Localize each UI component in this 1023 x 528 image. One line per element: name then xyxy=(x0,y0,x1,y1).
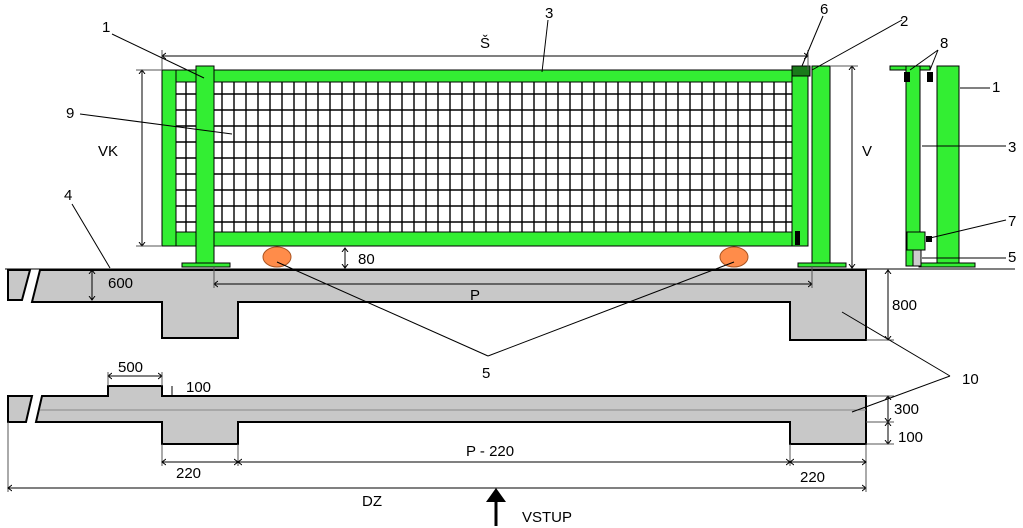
dimension-lines xyxy=(8,50,894,492)
right-post xyxy=(811,65,831,267)
label-5-bottom: 5 xyxy=(482,365,490,382)
dim-80: 80 xyxy=(358,251,375,268)
label-2: 2 xyxy=(900,13,908,30)
dim-100-right: 100 xyxy=(898,429,923,446)
dim-300: 300 xyxy=(894,401,919,418)
leader-lines xyxy=(71,15,1007,413)
label-10: 10 xyxy=(962,371,979,388)
dim-800: 800 xyxy=(892,297,917,314)
label-8: 8 xyxy=(940,35,948,52)
gate-frame-top xyxy=(161,69,809,83)
dim-p: P xyxy=(470,287,480,304)
left-post-base xyxy=(181,262,231,268)
label-6: 6 xyxy=(820,1,828,18)
foundation-section xyxy=(5,268,1015,341)
foundation-plan xyxy=(7,385,867,445)
dim-220-left: 220 xyxy=(176,465,201,482)
dim-v: V xyxy=(862,143,872,160)
end-stop xyxy=(795,231,800,245)
dim-220-right: 220 xyxy=(800,469,825,486)
label-4: 4 xyxy=(64,187,72,204)
entry-label: VSTUP xyxy=(522,509,572,526)
gate-side-view xyxy=(889,65,976,268)
top-roller-cap xyxy=(791,65,811,77)
gate-mesh xyxy=(176,82,792,232)
label-1-left: 1 xyxy=(102,19,110,36)
label-9: 9 xyxy=(66,105,74,122)
gate-frame-right xyxy=(791,69,809,247)
dim-dz: DZ xyxy=(362,493,382,510)
label-5-right: 5 xyxy=(1008,249,1016,266)
dim-100-top: 100 xyxy=(186,379,211,396)
dim-s: Š xyxy=(480,35,490,52)
gate-front-view xyxy=(161,65,847,268)
label-1-right: 1 xyxy=(992,79,1000,96)
label-3-top: 3 xyxy=(545,5,553,22)
entry-arrow-icon xyxy=(486,488,506,526)
dim-600: 600 xyxy=(108,275,133,292)
dim-500: 500 xyxy=(118,359,143,376)
label-7: 7 xyxy=(1008,213,1016,230)
gate-frame-left xyxy=(161,69,177,247)
roller-left xyxy=(262,246,292,268)
dim-p-220: P - 220 xyxy=(466,443,514,460)
right-post-base xyxy=(797,262,847,268)
label-3-right: 3 xyxy=(1008,139,1016,156)
dim-vk: VK xyxy=(98,143,118,160)
gate-frame-bottom xyxy=(161,231,809,247)
roller-right xyxy=(719,246,749,268)
left-post xyxy=(195,65,215,267)
